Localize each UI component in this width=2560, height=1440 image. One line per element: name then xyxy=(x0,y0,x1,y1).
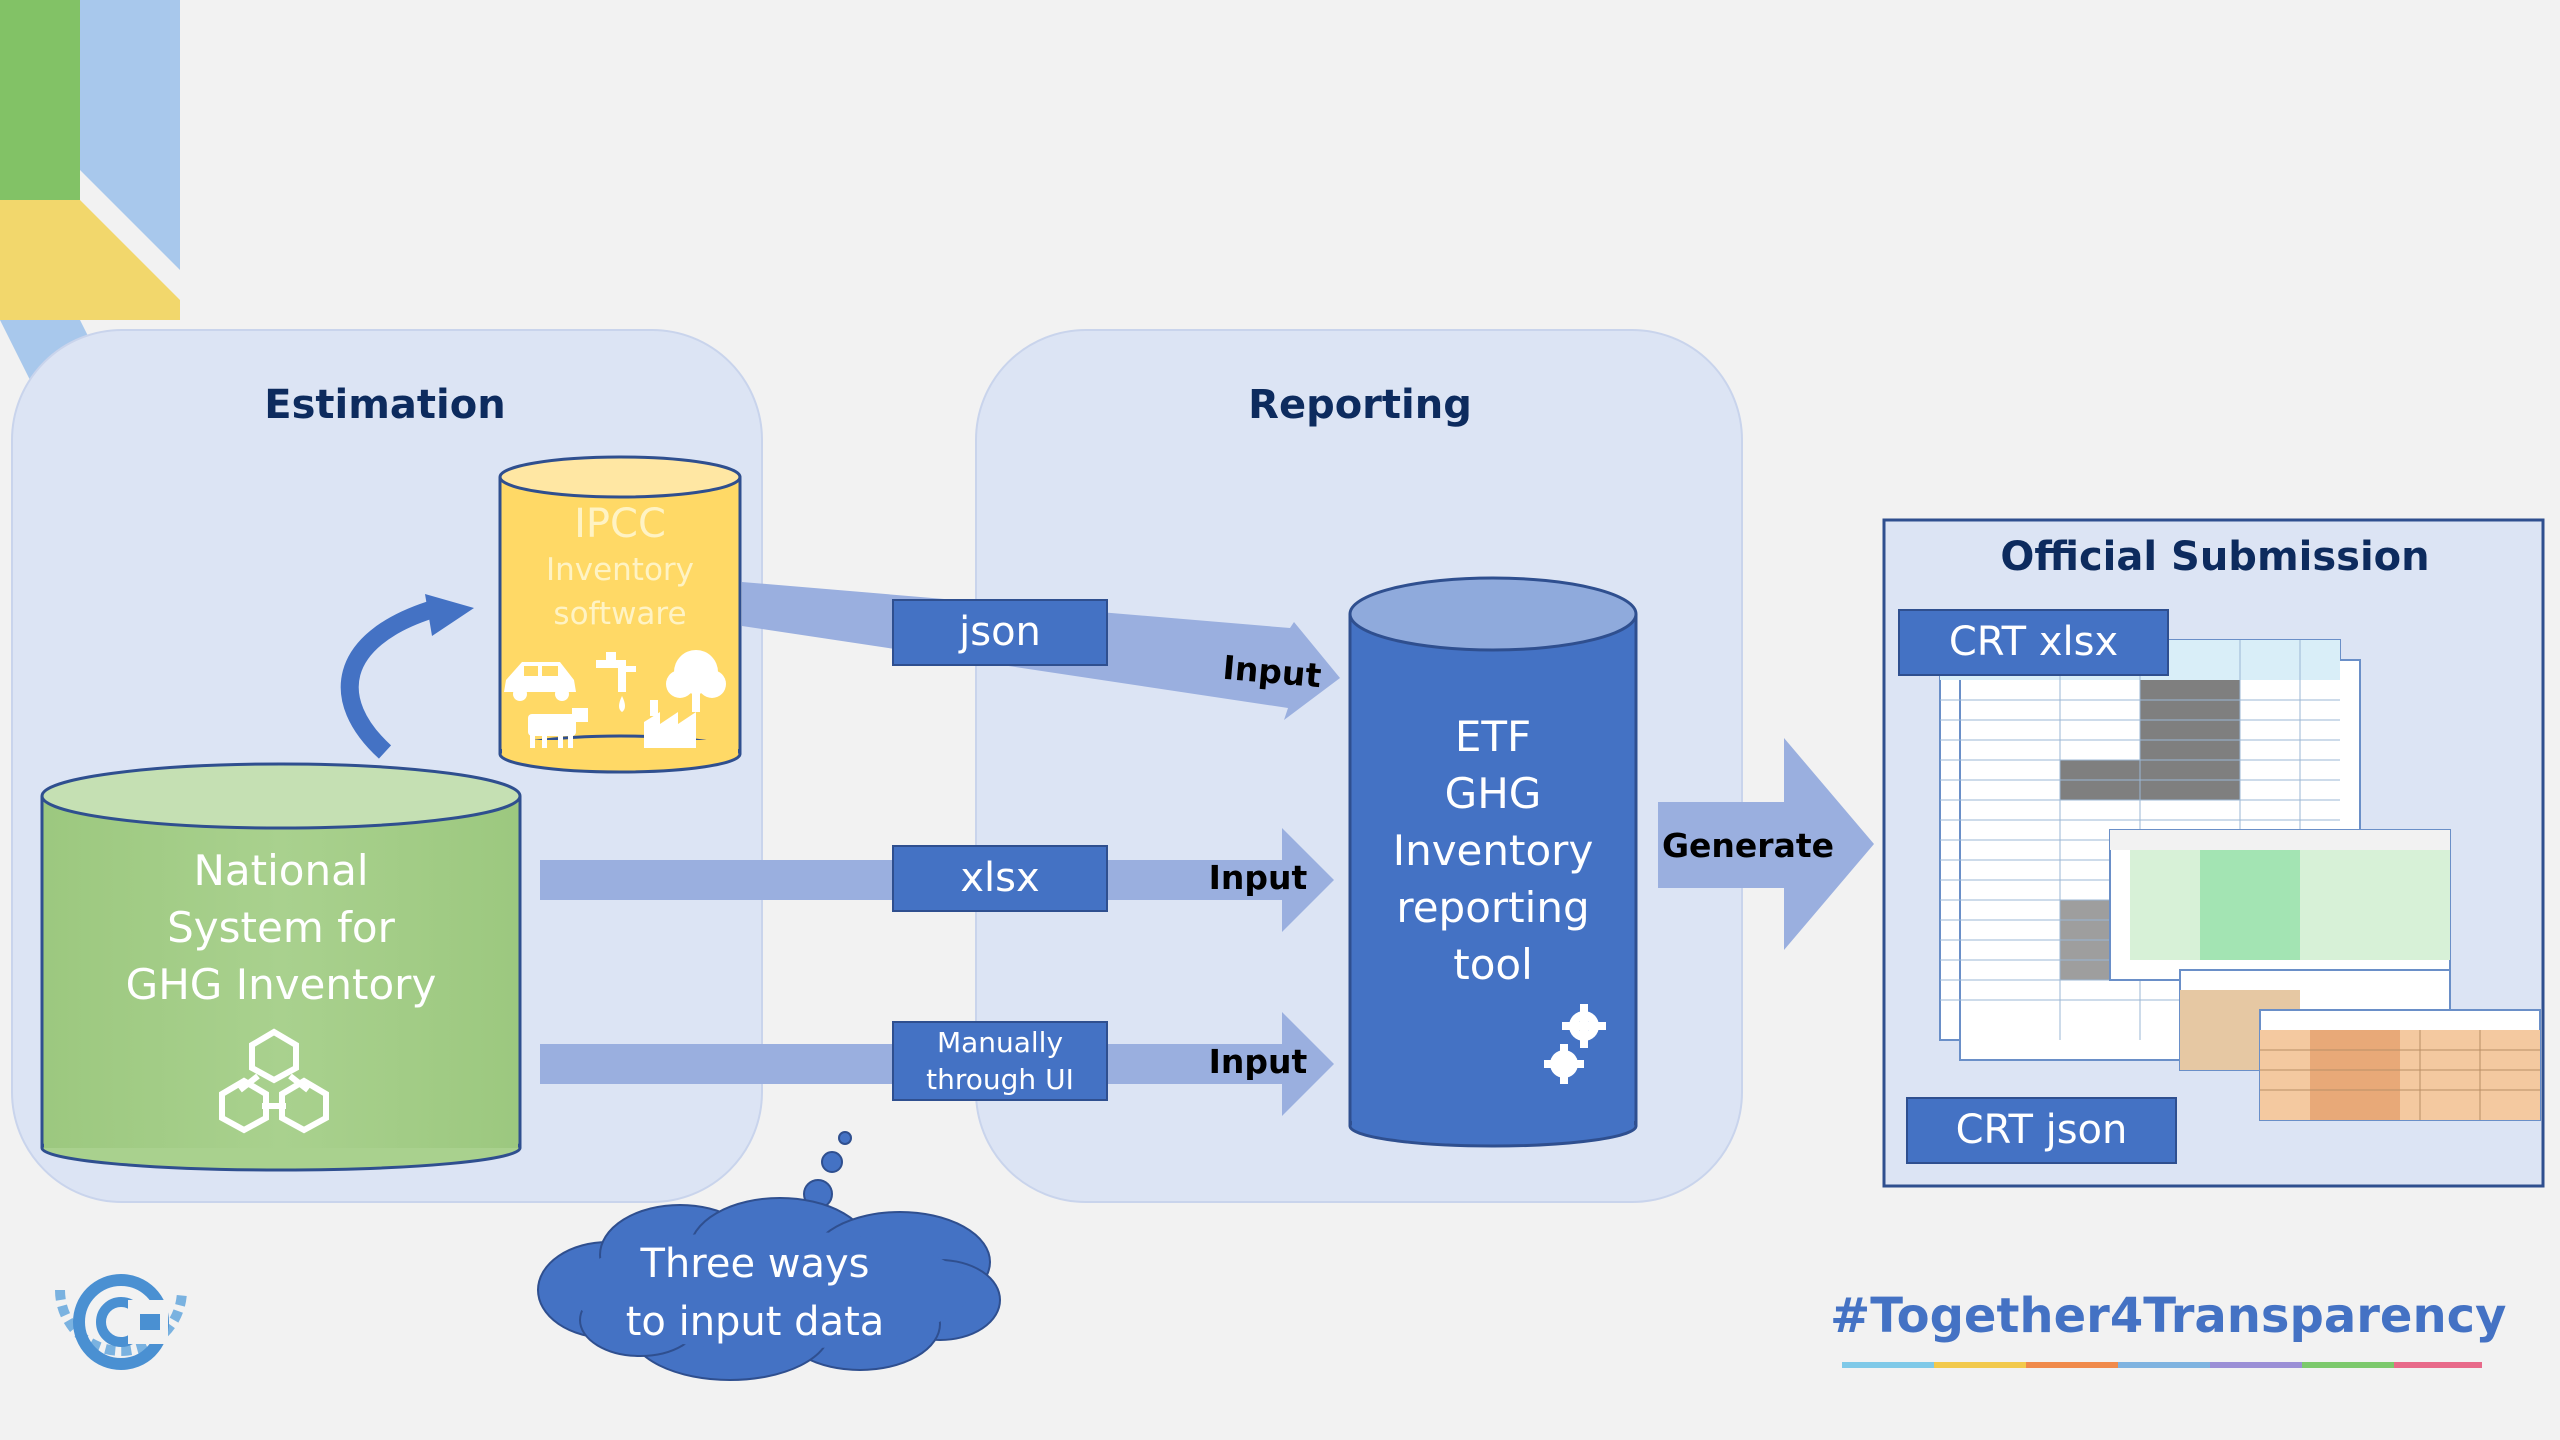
national-cylinder xyxy=(40,762,522,1172)
xlsx-format-box xyxy=(892,845,1108,912)
crt-json-box xyxy=(1906,1097,2177,1164)
ipcc-label-line2: Inventory xyxy=(545,552,695,588)
manual-format-box xyxy=(892,1021,1108,1101)
reporting-title: Reporting xyxy=(1248,382,1472,428)
curved-arrow-icon xyxy=(340,594,474,759)
xlsx-input-label: Input xyxy=(1208,858,1308,897)
national-label-line2: System for xyxy=(167,903,395,952)
crt-xlsx-box xyxy=(1898,609,2169,676)
thought-cloud xyxy=(537,1131,1001,1381)
json-format-box xyxy=(892,599,1108,666)
estimation-title: Estimation xyxy=(264,382,506,428)
corner-decoration xyxy=(0,0,180,380)
car-icon xyxy=(504,662,576,701)
factory-icon xyxy=(644,700,696,748)
json-format-label: json xyxy=(959,609,1041,655)
ipcc-label-line3: software xyxy=(553,596,687,632)
manual-format-label-line1: Manually xyxy=(936,1026,1064,1059)
crt-spreadsheet-thumbnails xyxy=(1939,639,2541,1121)
cloud-text-line1: Three ways xyxy=(640,1241,870,1287)
manual-input-label: Input xyxy=(1208,1042,1308,1081)
xlsx-format-label: xlsx xyxy=(960,855,1040,901)
manual-format-label-line2: through UI xyxy=(926,1063,1074,1096)
tap-icon xyxy=(596,652,636,712)
etf-cylinder xyxy=(1348,576,1638,1148)
generate-label: Generate xyxy=(1661,826,1835,865)
etf-label-line5: tool xyxy=(1453,940,1533,989)
crt-json-label: CRT json xyxy=(1955,1107,2128,1153)
tree-icon xyxy=(666,650,726,712)
etf-label-line3: Inventory xyxy=(1392,826,1594,875)
hashtag-underline xyxy=(1842,1362,2482,1368)
official-submission-title: Official Submission xyxy=(2000,534,2430,580)
national-label-line3: GHG Inventory xyxy=(125,960,437,1009)
cow-icon xyxy=(528,708,588,748)
etf-label-line1: ETF xyxy=(1454,712,1532,761)
network-cubes-icon xyxy=(219,1028,329,1134)
generate-arrow xyxy=(1658,738,1874,950)
national-label-line1: National xyxy=(193,846,369,895)
crt-xlsx-label: CRT xlsx xyxy=(1948,619,2119,665)
etf-label-line2: GHG xyxy=(1444,769,1542,818)
ipcc-label-line1: IPCC xyxy=(574,501,666,547)
hashtag-text: #Together4Transparency xyxy=(1830,1288,2507,1344)
unfccc-logo-icon xyxy=(55,1274,187,1370)
etf-label-line4: reporting xyxy=(1396,883,1590,932)
gears-icon xyxy=(1544,1004,1606,1084)
cloud-text-line2: to input data xyxy=(625,1299,885,1345)
